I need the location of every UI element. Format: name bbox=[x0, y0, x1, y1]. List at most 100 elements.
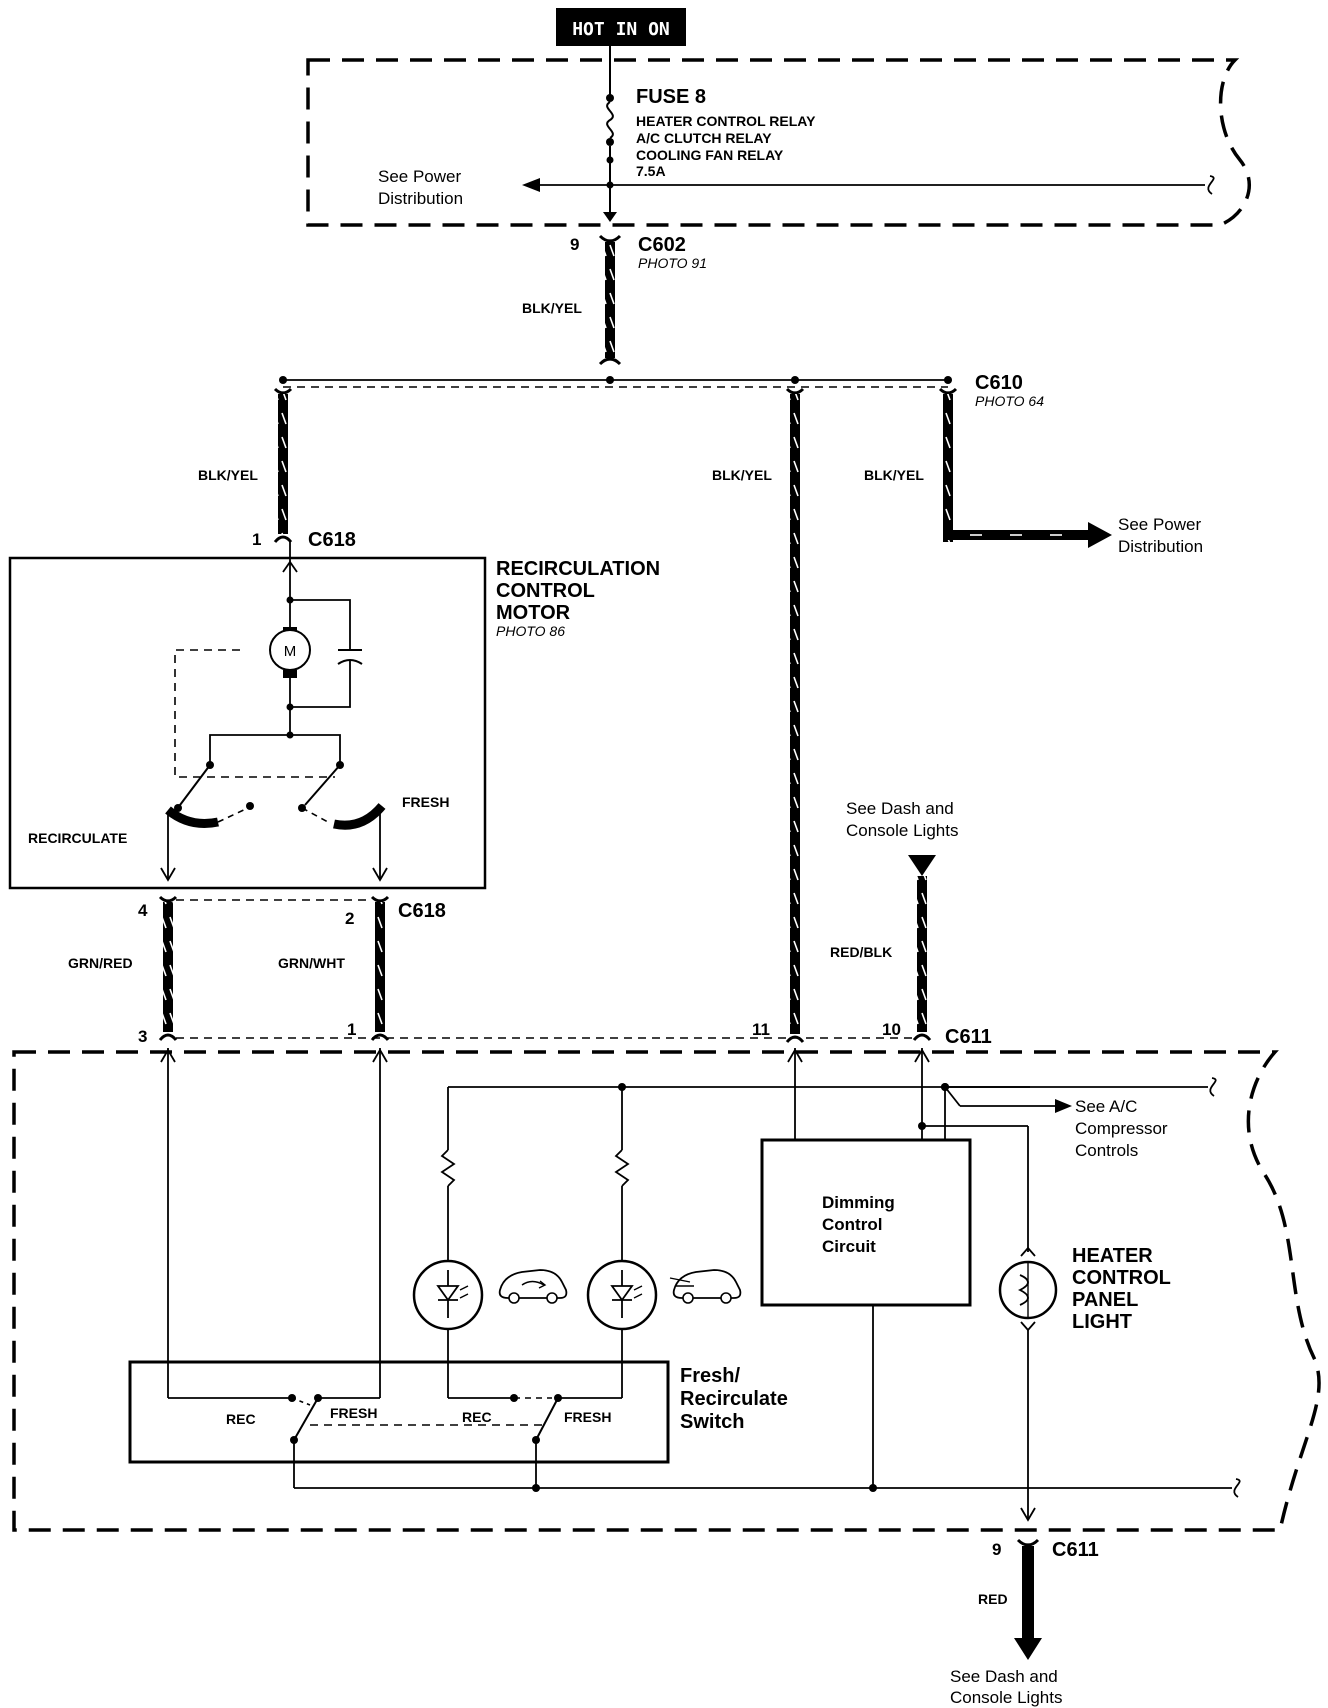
led-fresh bbox=[586, 1259, 658, 1331]
c602-pin: 9 bbox=[570, 235, 579, 254]
break-icon bbox=[1209, 1077, 1217, 1097]
switch-title-1: Fresh/ bbox=[680, 1365, 740, 1387]
dimming-label-2: Control bbox=[822, 1215, 882, 1234]
dimming-label-1: Dimming bbox=[822, 1193, 895, 1212]
ac-compressor-3: Controls bbox=[1075, 1141, 1138, 1160]
fuse-circuit-3: COOLING FAN RELAY bbox=[636, 147, 784, 163]
fuse-icon bbox=[606, 101, 614, 139]
red-blk-harness bbox=[908, 855, 936, 1041]
dimming-feed-harness bbox=[785, 387, 805, 1043]
arrow-icon bbox=[908, 855, 936, 876]
arrow-icon bbox=[1014, 1638, 1042, 1660]
panel-light-title-2: CONTROL bbox=[1072, 1267, 1171, 1289]
c618-bottom-name: C618 bbox=[398, 900, 446, 922]
c602-wire-color: BLK/YEL bbox=[522, 300, 582, 316]
c611-bottom-name: C611 bbox=[1052, 1539, 1099, 1561]
c602-photo: PHOTO 91 bbox=[638, 255, 707, 271]
motor-icon: M bbox=[269, 629, 311, 671]
motor-feed-wire-color: BLK/YEL bbox=[198, 467, 258, 483]
ac-compressor-2: Compressor bbox=[1075, 1119, 1168, 1138]
dash-lights-top-2: Console Lights bbox=[846, 821, 958, 840]
capacitor-icon bbox=[290, 640, 363, 708]
c611-pin-11: 11 bbox=[752, 1020, 770, 1039]
switch-title-2: Recirculate bbox=[680, 1388, 788, 1410]
switch-fresh-label-2: FRESH bbox=[564, 1409, 611, 1425]
ac-compressor-1: See A/C bbox=[1075, 1097, 1137, 1116]
switch-fresh-label-1: FRESH bbox=[330, 1405, 377, 1421]
fuse-name: FUSE 8 bbox=[636, 86, 706, 108]
power-distribution-wire-color: BLK/YEL bbox=[864, 467, 924, 483]
hot-in-on-label: HOT IN ON bbox=[572, 19, 670, 40]
led-icon bbox=[436, 1270, 469, 1318]
c611-bottom-pin: 9 bbox=[992, 1540, 1001, 1559]
motor-photo: PHOTO 86 bbox=[496, 623, 565, 639]
switch-rec-label-1: REC bbox=[226, 1411, 256, 1427]
c610-splice-bus bbox=[279, 376, 952, 388]
c602-name: C602 bbox=[638, 234, 686, 256]
dimming-feed-wire-color: BLK/YEL bbox=[712, 467, 772, 483]
motor-title-1: RECIRCULATION bbox=[496, 558, 660, 580]
hot-in-on-badge: HOT IN ON bbox=[556, 8, 686, 46]
c611-top-name: C611 bbox=[945, 1026, 992, 1048]
c602-connector bbox=[598, 234, 622, 366]
grn-red-wire: GRN/RED bbox=[68, 955, 133, 971]
break-icon bbox=[1207, 175, 1215, 195]
break-icon bbox=[1233, 1478, 1241, 1498]
power-distribution-line-top bbox=[522, 175, 1215, 195]
dash-lights-bottom-2: Console Lights bbox=[950, 1688, 1062, 1707]
grn-wht-wire: GRN/WHT bbox=[278, 955, 345, 971]
c611-pin-3: 3 bbox=[138, 1027, 147, 1046]
fuse-circuit-2: A/C CLUTCH RELAY bbox=[636, 130, 772, 146]
car-recirculate-icon bbox=[498, 1269, 568, 1304]
power-distribution-harness bbox=[938, 387, 1112, 548]
arrow-icon bbox=[1055, 1099, 1072, 1113]
fresh-label: FRESH bbox=[402, 794, 449, 810]
led-icon bbox=[610, 1270, 643, 1318]
recirculate-label: RECIRCULATE bbox=[28, 830, 127, 846]
motor-internals: M bbox=[160, 542, 388, 882]
see-power-right-1: See Power bbox=[1118, 515, 1201, 534]
panel-light bbox=[998, 1126, 1058, 1522]
red-blk-wire: RED/BLK bbox=[830, 944, 892, 960]
dash-lights-bottom-1: See Dash and bbox=[950, 1667, 1058, 1686]
see-power-label-2: Distribution bbox=[378, 189, 463, 208]
c618-top-name: C618 bbox=[308, 529, 356, 551]
fuse-rating: 7.5A bbox=[636, 163, 666, 179]
c618-pin-2: 2 bbox=[345, 909, 354, 928]
dash-lights-top-1: See Dash and bbox=[846, 799, 954, 818]
c618-top-pin: 1 bbox=[252, 530, 261, 549]
c611-pin-1: 1 bbox=[347, 1020, 356, 1039]
panel-light-title-1: HEATER bbox=[1072, 1245, 1153, 1267]
see-power-right-2: Distribution bbox=[1118, 537, 1203, 556]
switch-rec-label-2: REC bbox=[462, 1409, 492, 1425]
motor-feed-harness bbox=[273, 387, 293, 543]
fuse-8 bbox=[603, 46, 617, 222]
c610-photo: PHOTO 64 bbox=[975, 393, 1044, 409]
fuse-circuit-1: HEATER CONTROL RELAY bbox=[636, 113, 816, 129]
heater-control-panel-box bbox=[12, 1050, 1321, 1532]
car-fresh-icon bbox=[669, 1269, 742, 1304]
bulb-icon bbox=[998, 1260, 1058, 1320]
recirculation-motor-box bbox=[8, 556, 487, 890]
switch-recirc-wiring bbox=[160, 1048, 388, 1399]
motor-title-2: CONTROL bbox=[496, 580, 595, 602]
panel-light-title-3: PANEL bbox=[1072, 1289, 1138, 1311]
c618-pin-4: 4 bbox=[138, 901, 148, 920]
c610-name: C610 bbox=[975, 372, 1023, 394]
led-recirculate bbox=[412, 1259, 484, 1331]
dimming-label-3: Circuit bbox=[822, 1237, 876, 1256]
see-power-label-1: See Power bbox=[378, 167, 461, 186]
motor-title-3: MOTOR bbox=[496, 602, 571, 624]
arrow-icon bbox=[522, 178, 540, 192]
red-wire: RED bbox=[978, 1591, 1008, 1607]
c611-pin-10: 10 bbox=[882, 1020, 901, 1039]
switch-title-3: Switch bbox=[680, 1411, 744, 1433]
fresh-recirculate-switch bbox=[128, 1360, 1241, 1498]
arrow-icon bbox=[1088, 522, 1112, 548]
fuse-box bbox=[306, 58, 1251, 227]
motor-symbol: M bbox=[284, 643, 297, 660]
panel-light-title-4: LIGHT bbox=[1072, 1311, 1132, 1333]
dimming-control-box bbox=[760, 1048, 1072, 1492]
c611-bottom-connector bbox=[1014, 1538, 1042, 1660]
